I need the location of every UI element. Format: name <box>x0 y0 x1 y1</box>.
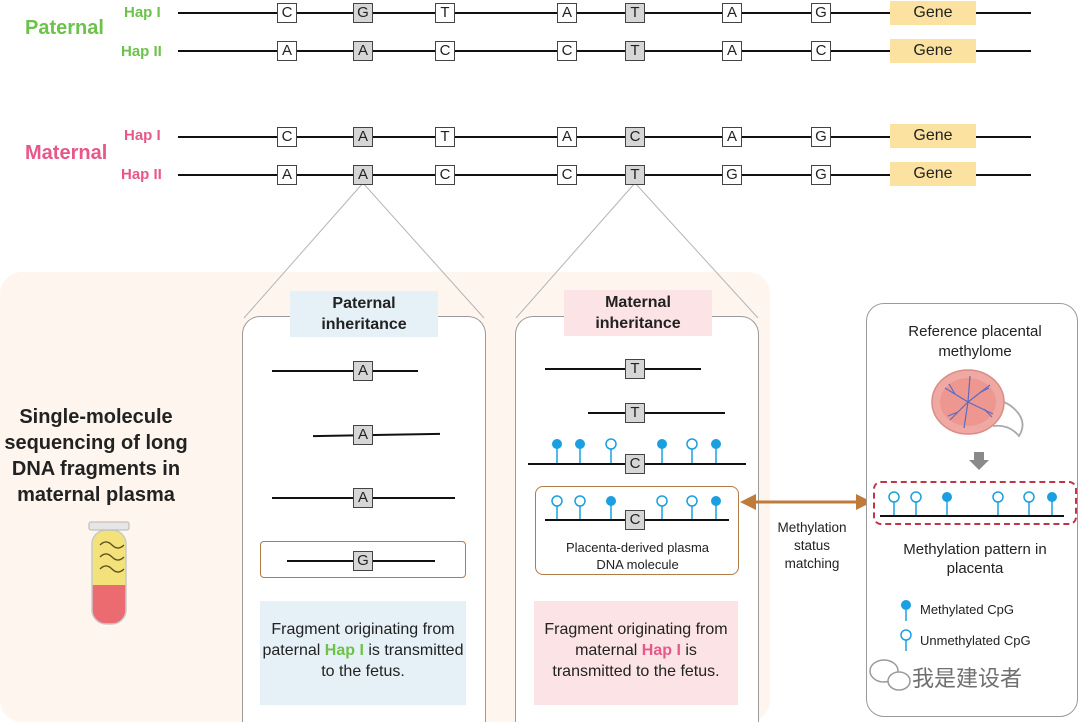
matching-label: Methylation status matching <box>777 520 847 571</box>
highlighted-fragment-box <box>260 541 466 578</box>
paternal-hap1-label: Hap I <box>124 4 161 21</box>
allele-box: C <box>557 165 577 185</box>
allele-box: A <box>722 127 742 147</box>
allele-box: C <box>277 3 297 23</box>
paternal-hap2-label: Hap II <box>121 43 162 60</box>
paternal-hap1-strand <box>178 12 1031 14</box>
allele-box: C <box>557 41 577 61</box>
allele-box: G <box>353 3 373 23</box>
legend-methylated: Methylated CpG <box>920 602 1014 617</box>
paternal-note: Fragment originating from paternal Hap I… <box>260 601 466 705</box>
maternal-hap1-strand <box>178 136 1031 138</box>
allele-box: A <box>353 41 373 61</box>
maternal-label: Maternal <box>25 142 108 164</box>
allele-box: G <box>353 551 373 571</box>
legend-unmethylated: Unmethylated CpG <box>920 633 1031 648</box>
allele-box: A <box>353 425 373 445</box>
allele-box: A <box>353 361 373 381</box>
dna-fragment <box>272 370 418 372</box>
methylation-pattern-box <box>873 481 1077 525</box>
allele-box: C <box>625 127 645 147</box>
maternal-note-pre: Fragment originating from maternal <box>544 621 728 659</box>
maternal-note-post: is transmitted to the fetus. <box>552 642 720 680</box>
maternal-note: Fragment originating from maternal Hap I… <box>534 601 738 705</box>
maternal-hap1-label: Hap I <box>124 127 161 144</box>
sequencing-title: Single-molecule sequencing of long DNA f… <box>4 406 188 506</box>
allele-box: G <box>722 165 742 185</box>
allele-box: T <box>625 41 645 61</box>
gene-box: Gene <box>890 1 976 25</box>
paternal-note-pre: Fragment originating from paternal <box>262 621 455 659</box>
allele-box: A <box>353 127 373 147</box>
allele-box: T <box>625 403 645 423</box>
reference-title: Reference placental methylome <box>908 323 1042 360</box>
placenta-derived-label: Placenta-derived plasma DNA molecule <box>565 540 710 572</box>
maternal-hap2-strand <box>178 174 1031 176</box>
allele-box: C <box>811 41 831 61</box>
gene-box: Gene <box>890 124 976 148</box>
allele-box: C <box>435 41 455 61</box>
dna-fragment <box>588 412 725 414</box>
allele-box: A <box>277 165 297 185</box>
gene-box: Gene <box>890 39 976 63</box>
dna-fragment <box>545 368 701 370</box>
allele-box: C <box>435 165 455 185</box>
maternal-note-hap: Hap I <box>641 642 681 659</box>
allele-box: T <box>625 359 645 379</box>
paternal-hap2-strand <box>178 50 1031 52</box>
allele-box: C <box>625 510 645 530</box>
paternal-note-post: is transmitted to the fetus. <box>321 642 464 680</box>
allele-box: A <box>722 41 742 61</box>
allele-box: C <box>625 454 645 474</box>
gene-box: Gene <box>890 162 976 186</box>
allele-box: T <box>625 3 645 23</box>
maternal-hap2-label: Hap II <box>121 166 162 183</box>
allele-box: A <box>353 165 373 185</box>
methylation-pattern-label: Methylation pattern in placenta <box>903 541 1047 577</box>
allele-box: T <box>625 165 645 185</box>
reference-methylome-panel <box>866 303 1078 717</box>
allele-box: G <box>811 127 831 147</box>
paternal-label: Paternal <box>25 17 104 39</box>
allele-box: A <box>557 3 577 23</box>
allele-box: A <box>557 127 577 147</box>
allele-box: C <box>277 127 297 147</box>
maternal-panel-title: Maternal inheritance <box>564 290 712 336</box>
allele-box: T <box>435 3 455 23</box>
allele-box: G <box>811 3 831 23</box>
allele-box: A <box>722 3 742 23</box>
watermark: 我是建设者 <box>912 667 1023 692</box>
allele-box: A <box>353 488 373 508</box>
paternal-panel-title: Paternal inheritance <box>290 291 438 337</box>
allele-box: G <box>811 165 831 185</box>
paternal-note-hap: Hap I <box>324 642 364 659</box>
allele-box: T <box>435 127 455 147</box>
allele-box: A <box>277 41 297 61</box>
placenta-derived-box <box>535 486 739 575</box>
